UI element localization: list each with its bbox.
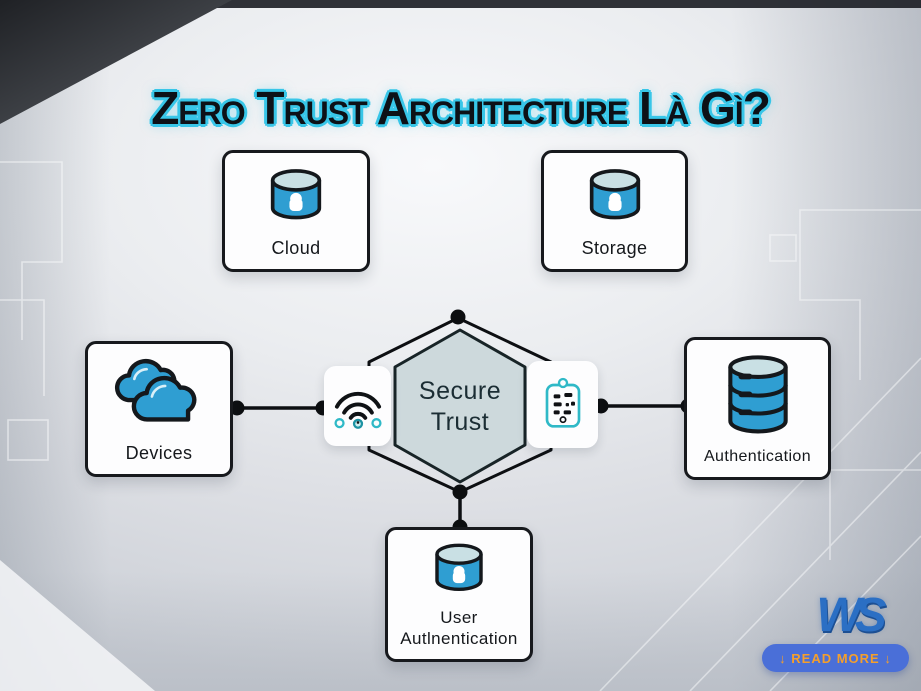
authentication-node-card: Authentication [684, 337, 831, 480]
wifi-icon [333, 391, 382, 430]
hexagon-label-line1: Secure [419, 377, 501, 405]
devices-label: Devices [125, 442, 193, 463]
database-stack-icon [717, 346, 799, 442]
cloud-node-card: Cloud [222, 150, 370, 272]
user-authentication-label-line1: User [440, 607, 478, 627]
database-cylinder-icon [435, 543, 483, 592]
circuit-lines-left [0, 161, 63, 461]
light-corner-wedge [0, 560, 155, 691]
ws-brand-logo: WS [816, 589, 886, 642]
devices-node-card: Devices [85, 341, 233, 477]
wifi-node-box [324, 366, 391, 446]
read-more-button[interactable]: ↓ READ MORE ↓ [762, 644, 909, 672]
user-authentication-node-card: User Autlnentication [385, 527, 533, 662]
circuit-lines-right [599, 209, 921, 691]
cloud-label: Cloud [271, 237, 321, 258]
dark-corner-wedge [0, 0, 232, 124]
storage-node-card: Storage [541, 150, 688, 272]
hexagon-label-line2: Trust [431, 408, 490, 436]
page-title: Zero Trust Architecture Là Gì? [151, 81, 771, 134]
clouds-icon [109, 356, 209, 430]
checklist-node-box [527, 361, 598, 448]
checklist-clipboard-icon [545, 377, 580, 428]
storage-label: Storage [581, 237, 648, 258]
database-cylinder-icon [270, 168, 322, 220]
user-authentication-label-line2: Autlnentication [400, 628, 518, 648]
authentication-label: Authentication [703, 448, 811, 465]
database-cylinder-icon [589, 168, 640, 220]
user-authentication-label: User Autlnentication [400, 607, 518, 650]
secure-trust-hexagon [393, 328, 527, 484]
top-edge-strip [0, 0, 921, 8]
